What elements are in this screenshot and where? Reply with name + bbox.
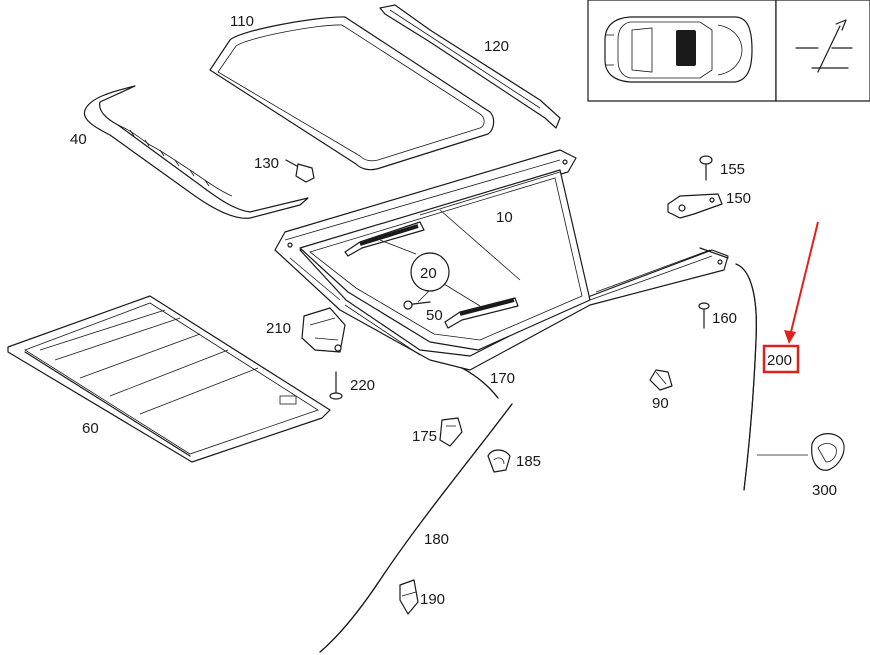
- callout-circle-20: [410, 252, 450, 292]
- part-130-bolt-icon[interactable]: [285, 159, 315, 183]
- label-120: 120: [484, 38, 509, 55]
- label-300: 300: [812, 482, 837, 499]
- part-210-motor[interactable]: [301, 307, 346, 353]
- label-175: 175: [412, 428, 437, 445]
- label-10: 10: [496, 209, 513, 226]
- part-175-clip[interactable]: [439, 417, 463, 447]
- label-150: 150: [726, 190, 751, 207]
- label-160: 160: [712, 310, 737, 327]
- part-20-drive-cables[interactable]: [344, 221, 519, 329]
- label-130: 130: [254, 155, 279, 172]
- label-200: 200: [767, 352, 792, 369]
- label-50: 50: [426, 307, 443, 324]
- part-90-clip[interactable]: [649, 369, 673, 391]
- label-110: 110: [230, 13, 254, 30]
- part-150-bracket[interactable]: [667, 193, 723, 219]
- part-50-screw-icon[interactable]: [403, 300, 431, 310]
- label-170: 170: [490, 370, 515, 387]
- part-190-clip[interactable]: [399, 579, 419, 615]
- part-180-drain-hose[interactable]: [319, 403, 513, 653]
- label-90: 90: [652, 395, 669, 412]
- part-40-deflector[interactable]: [83, 85, 309, 219]
- label-20: 20: [420, 265, 437, 282]
- label-155: 155: [720, 161, 745, 178]
- label-220: 220: [350, 377, 375, 394]
- part-110-glass-panel[interactable]: [209, 16, 495, 171]
- vehicle-inset: [587, 0, 870, 102]
- car-top-view-icon: [604, 16, 753, 83]
- part-60-sunshade[interactable]: [7, 295, 331, 463]
- label-40: 40: [70, 131, 87, 148]
- highlight-200: [762, 221, 819, 374]
- label-180: 180: [424, 531, 449, 548]
- part-200-drain-hose[interactable]: [735, 263, 757, 491]
- part-160-bolt-icon[interactable]: [698, 302, 710, 329]
- label-60: 60: [82, 420, 99, 437]
- part-155-bolt-icon[interactable]: [699, 155, 713, 181]
- part-170-drain-elbow[interactable]: [461, 367, 499, 399]
- direction-symbol-icon: [795, 19, 853, 73]
- label-210: 210: [266, 320, 291, 337]
- part-220-bolt-icon[interactable]: [329, 371, 343, 400]
- part-120-seal-strip[interactable]: [379, 4, 561, 129]
- label-185: 185: [516, 453, 541, 470]
- part-300-grommet[interactable]: [811, 433, 845, 471]
- part-185-clip[interactable]: [487, 449, 511, 473]
- label-190: 190: [420, 591, 445, 608]
